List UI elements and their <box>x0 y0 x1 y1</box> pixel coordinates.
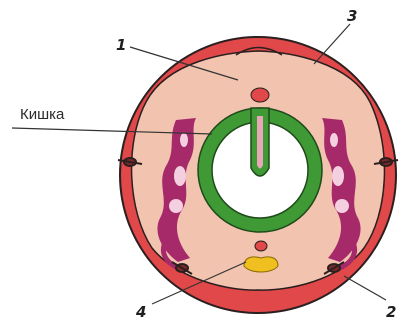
dorsal-vessel <box>251 88 269 102</box>
label-1: 1 <box>116 36 126 54</box>
intestine <box>198 108 322 232</box>
label-2: 2 <box>386 303 396 321</box>
label-3: 3 <box>347 7 357 25</box>
nerve-cord <box>244 257 278 272</box>
ventral-vessel <box>255 241 267 251</box>
label-4: 4 <box>135 303 146 321</box>
label-intestine: Кишка <box>20 106 65 123</box>
leader-2 <box>344 276 386 300</box>
